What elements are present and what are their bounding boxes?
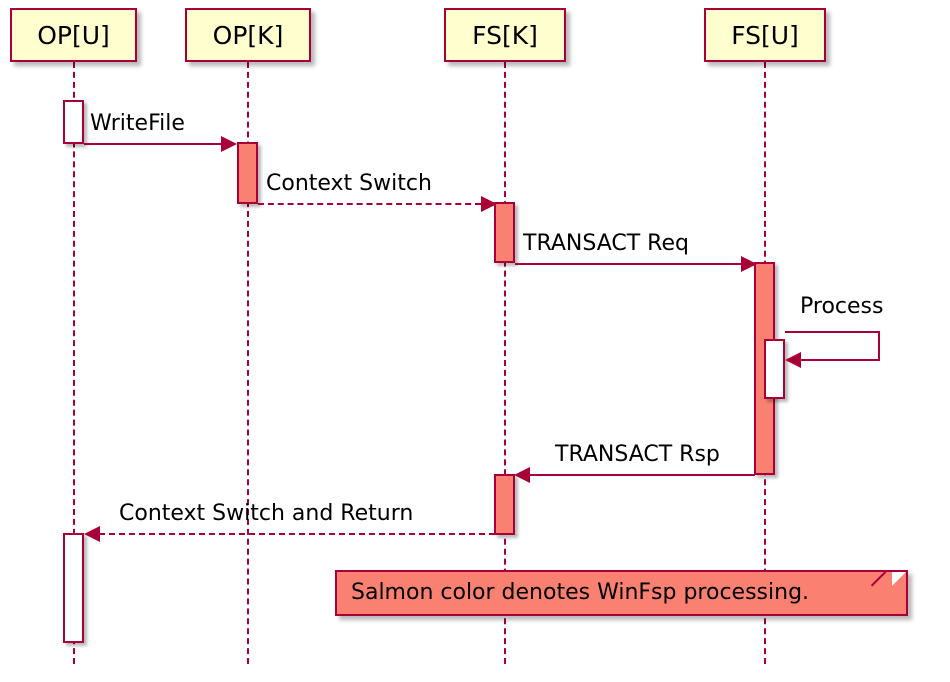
message-line-context-switch-return	[99, 533, 495, 535]
message-line-process-top	[785, 331, 880, 333]
message-line-transact-rsp	[529, 474, 755, 476]
activation-op-k	[237, 142, 258, 204]
activation-fs-u-process	[764, 339, 785, 399]
participant-op-k-label: OP[K]	[212, 20, 284, 50]
activation-fs-k-request	[494, 202, 515, 263]
message-arrowhead-transact-req	[741, 256, 757, 272]
participant-fs-u-label: FS[U]	[731, 20, 799, 50]
activation-op-u-bottom	[63, 533, 84, 643]
message-line-writefile	[84, 143, 221, 145]
message-line-transact-req	[515, 263, 741, 265]
message-arrowhead-context-switch-return	[84, 526, 100, 542]
message-arrowhead-context-switch	[481, 196, 497, 212]
message-line-process-right	[878, 331, 880, 361]
lifeline-op-k	[247, 62, 249, 664]
message-label-transact-rsp: TRANSACT Rsp	[555, 442, 720, 467]
message-label-writefile: WriteFile	[90, 111, 185, 136]
note-text: Salmon color denotes WinFsp processing.	[351, 580, 810, 605]
message-label-transact-req: TRANSACT Req	[523, 231, 689, 256]
participant-fs-k[interactable]: FS[K]	[444, 8, 566, 62]
note-salmon-legend: Salmon color denotes WinFsp processing.	[335, 570, 908, 616]
participant-op-k[interactable]: OP[K]	[185, 8, 311, 62]
lifeline-op-u	[73, 62, 75, 664]
participant-op-u[interactable]: OP[U]	[10, 8, 137, 62]
message-label-context-switch-return: Context Switch and Return	[119, 501, 414, 526]
message-label-context-switch: Context Switch	[266, 171, 432, 196]
activation-op-u-top	[63, 100, 84, 144]
message-label-process: Process	[800, 294, 884, 319]
message-arrowhead-process	[785, 352, 801, 368]
activation-fs-k-response	[494, 474, 515, 535]
lifeline-fs-k	[504, 62, 506, 664]
note-fold-corner-icon	[892, 572, 906, 586]
participant-fs-u[interactable]: FS[U]	[704, 8, 826, 62]
participant-fs-k-label: FS[K]	[472, 20, 538, 50]
message-line-context-switch	[258, 203, 481, 205]
participant-op-u-label: OP[U]	[37, 20, 110, 50]
message-arrowhead-transact-rsp	[514, 467, 530, 483]
message-line-process-bottom	[800, 359, 880, 361]
message-arrowhead-writefile	[221, 136, 237, 152]
